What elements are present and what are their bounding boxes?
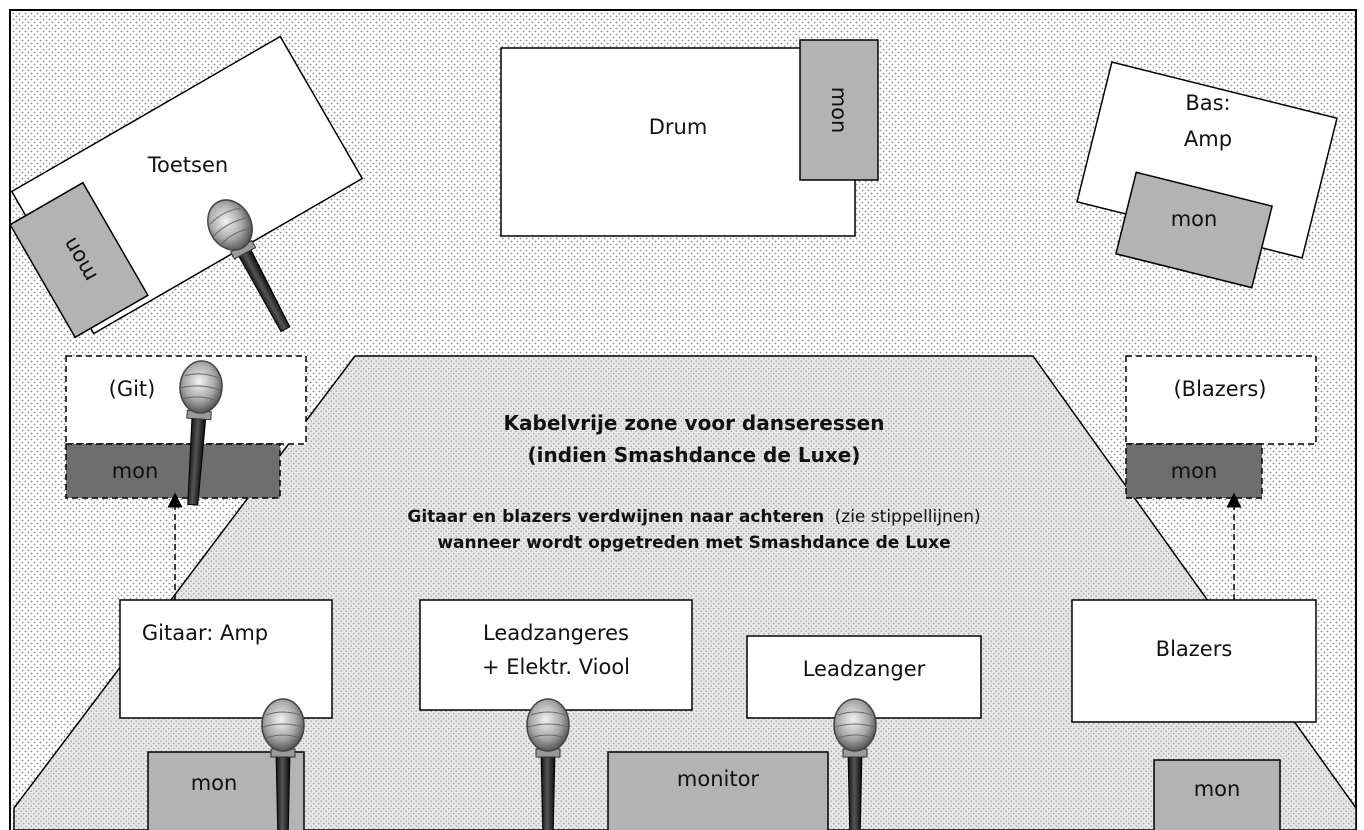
lead-female-label-2: + Elektr. Viool xyxy=(482,655,630,679)
drum-monitor xyxy=(799,39,879,181)
lead-female-box xyxy=(419,599,693,711)
zone-title-line1: Kabelvrije zone voor danseressen xyxy=(504,411,885,435)
git-back-monitor-label: mon xyxy=(112,459,159,483)
blazers-front-label: Blazers xyxy=(1156,637,1233,661)
git-back-label: (Git) xyxy=(109,377,156,401)
zone-note-bold1: Gitaar en blazers verdwijnen naar achter… xyxy=(407,507,824,527)
center-monitor xyxy=(607,751,829,830)
guitar-amp-label: Gitaar: Amp xyxy=(142,621,268,645)
zone-note-normal: (zie stippellijnen) xyxy=(835,507,981,527)
blazers-back-monitor xyxy=(1125,443,1263,499)
cable-free-zone xyxy=(13,355,1357,830)
drum-monitor-label: mon xyxy=(827,87,851,134)
bass-label-1: Bas: xyxy=(1185,91,1230,115)
drum-label: Drum xyxy=(649,115,708,139)
zone-note-line1: Gitaar en blazers verdwijnen naar achter… xyxy=(407,507,980,527)
center-monitor-label: monitor xyxy=(677,767,760,791)
lead-male-label: Leadzanger xyxy=(803,657,926,681)
guitar-monitor-label: mon xyxy=(191,771,238,795)
blazers-back-box xyxy=(1125,355,1317,445)
blazers-front-monitor xyxy=(1153,759,1281,830)
lead-female-label-1: Leadzangeres xyxy=(483,621,629,645)
guitar-amp-box xyxy=(119,599,333,719)
blazers-back-label: (Blazers) xyxy=(1173,377,1266,401)
zone-note-line2: wanneer wordt opgetreden met Smashdance … xyxy=(437,533,950,553)
blazers-front-monitor-label: mon xyxy=(1194,777,1241,801)
zone-title-line2: (indien Smashdance de Luxe) xyxy=(528,443,861,467)
blazers-back-monitor-label: mon xyxy=(1171,459,1218,483)
keys-monitor: mon xyxy=(9,181,149,339)
bass-monitor xyxy=(1115,171,1273,289)
blazers-front-box xyxy=(1071,599,1317,723)
bass-label-2: Amp xyxy=(1184,127,1232,151)
keys-label: Toetsen xyxy=(147,153,228,177)
bass-monitor-label: mon xyxy=(1171,207,1218,231)
git-back-monitor xyxy=(65,443,281,499)
